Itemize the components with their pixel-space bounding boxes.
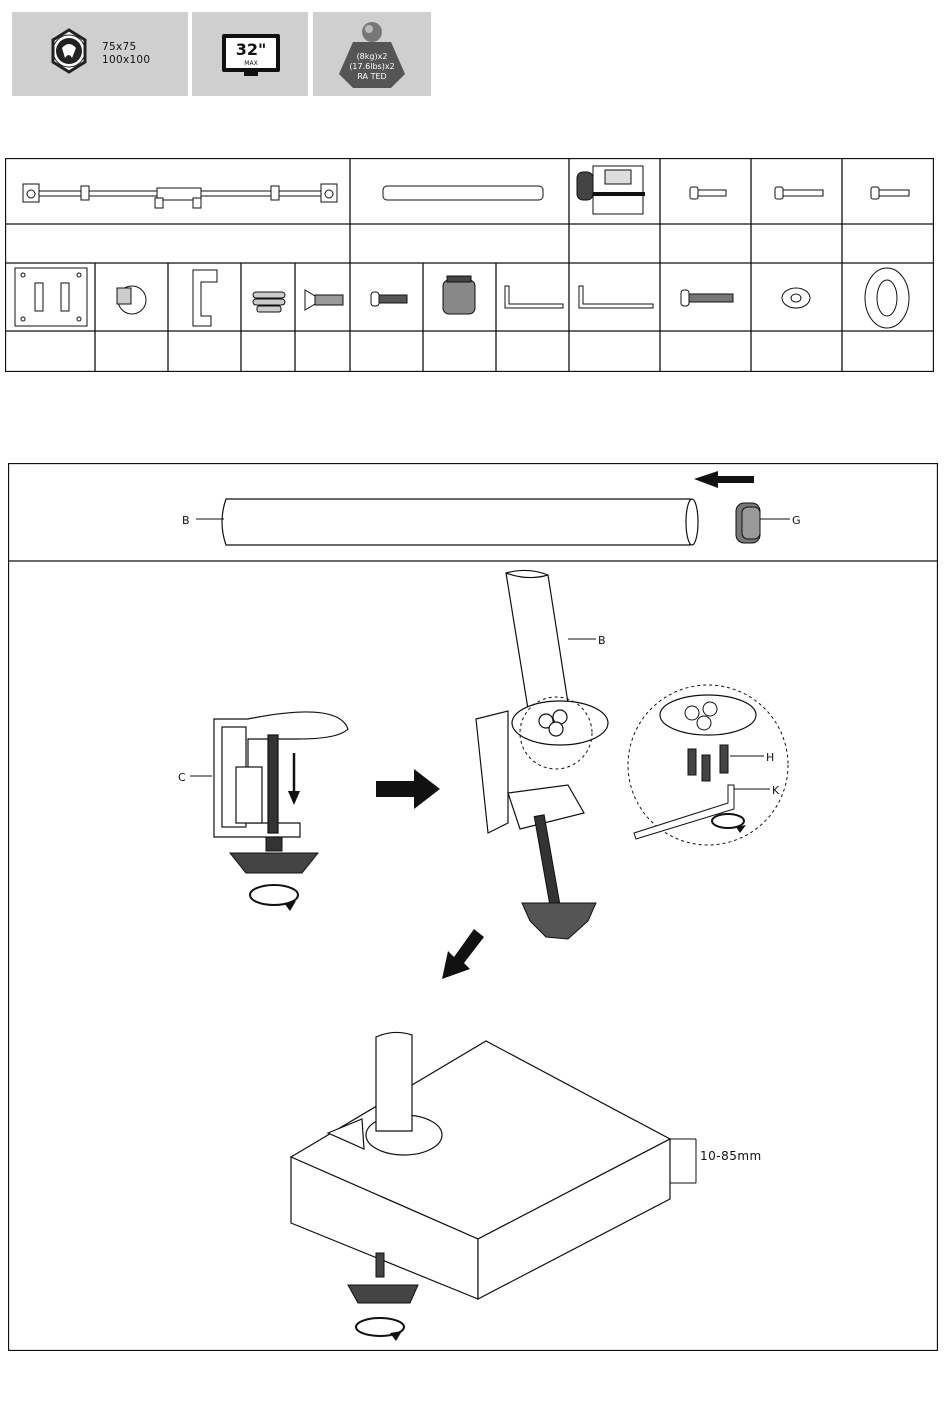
- clamp-base-drawing: [476, 701, 608, 833]
- step-attach-tube: B: [476, 570, 608, 939]
- part-end-cap-icon: [253, 292, 285, 312]
- weight-kg: (8kg)x2: [357, 52, 388, 61]
- part-clamp-icon: [577, 166, 645, 214]
- weight-rated: RA TED: [357, 72, 386, 81]
- part-vesa-plate-icon: [15, 268, 87, 326]
- arrow-down-icon: [288, 753, 300, 805]
- vesa-logo-icon: [12, 12, 188, 96]
- arrow-right-icon: [376, 769, 440, 809]
- weight-icon: (8kg)x2 (17.6lbs)x2 RA TED: [313, 12, 431, 96]
- rotate-arrow-icon: [250, 885, 298, 911]
- end-cap-drawing: [736, 503, 760, 543]
- desk-thickness-label: 10-85mm: [700, 1149, 762, 1163]
- part-knob-icon: [443, 276, 475, 314]
- part-washer-icon: [782, 288, 810, 308]
- label-key: K: [772, 784, 780, 797]
- part-screw-3-icon: [871, 187, 909, 199]
- label-screws: H: [766, 751, 774, 764]
- knob-2-drawing: [522, 903, 596, 939]
- screen-size-max: MAX: [244, 60, 257, 67]
- tube-drawing: [222, 499, 698, 545]
- part-screw-6-icon: [681, 290, 733, 306]
- part-screw-2-icon: [775, 187, 823, 199]
- step-desk-mount: 10-85mm: [291, 1032, 762, 1341]
- assembly-steps: B G: [8, 463, 938, 1351]
- part-hex-key-large-icon: [579, 286, 653, 308]
- rotate-arrow-3-icon: [356, 1318, 404, 1341]
- part-screw-5-icon: [371, 292, 407, 306]
- pole-drawing: [376, 1032, 412, 1131]
- part-cable-clip-icon: [117, 286, 146, 314]
- step-insert-cap: B G: [182, 471, 801, 545]
- desk-drawing: [291, 1041, 670, 1299]
- label-tube: B: [182, 514, 190, 527]
- part-crossbar-icon: [23, 184, 337, 208]
- part-cable-cover-icon: [193, 270, 217, 326]
- parts-table: [5, 158, 934, 372]
- step-clamp: C: [178, 712, 348, 911]
- vesa-badge: 75x75 100x100: [12, 12, 188, 96]
- knob-drawing: [230, 837, 318, 873]
- label-cap: G: [792, 514, 801, 527]
- assembly-drawing: B G: [8, 463, 938, 1351]
- parts-grid: [5, 158, 934, 372]
- tube-vertical-drawing: [506, 570, 568, 709]
- arrow-left-icon: [694, 471, 754, 488]
- weight-badge: (8kg)x2 (17.6lbs)x2 RA TED: [313, 12, 431, 96]
- threaded-rod-drawing: [534, 815, 559, 905]
- part-spacer-ring-icon: [865, 268, 909, 328]
- monitor-icon: 32" MAX: [192, 12, 308, 96]
- weight-lbs: (17.6lbs)x2: [349, 62, 394, 71]
- part-tube-icon: [383, 186, 543, 200]
- vesa-sizes: 75x75 100x100: [102, 41, 150, 67]
- clamp-drawing: [214, 712, 348, 837]
- vesa-size-100: 100x100: [102, 54, 150, 67]
- vesa-size-75: 75x75: [102, 41, 150, 54]
- label-clamp: C: [178, 771, 186, 784]
- arrow-down-left-icon: [442, 929, 484, 979]
- screen-size-badge: 32" MAX: [192, 12, 308, 96]
- label-tube-2: B: [598, 634, 606, 647]
- part-screw-1-icon: [690, 187, 726, 199]
- screen-size-value: 32": [236, 40, 267, 59]
- part-screw-4-icon: [305, 290, 343, 310]
- detail-screws: H K: [628, 685, 788, 845]
- part-hex-key-small-icon: [505, 286, 563, 308]
